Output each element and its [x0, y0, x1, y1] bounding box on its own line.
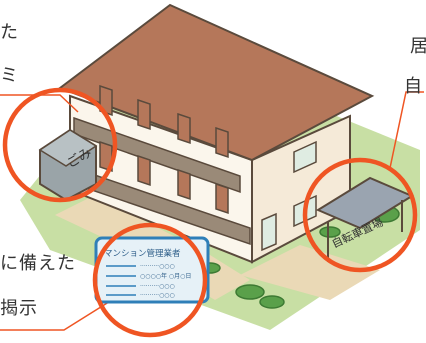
callout-bicycle-line-2: 自: [404, 78, 423, 96]
notice-board-row-3: ··········○○○: [140, 283, 175, 290]
notice-board-row-2: ○○○○年 ○月○日: [140, 272, 191, 280]
notice-board-row-1: ··········○○○: [140, 263, 175, 270]
callout-notice-line-2: 揭示: [0, 300, 38, 318]
callout-garbage-line-1: た: [0, 24, 19, 42]
callout-notice-line-1: に備えた: [0, 255, 76, 273]
notice-board-row-4: ··········○○○: [140, 292, 175, 299]
callout-bicycle-line-1: 居: [410, 38, 426, 56]
callout-garbage-line-2: ミ: [0, 67, 19, 85]
notice-board-title: マンション管理業者: [104, 248, 181, 259]
